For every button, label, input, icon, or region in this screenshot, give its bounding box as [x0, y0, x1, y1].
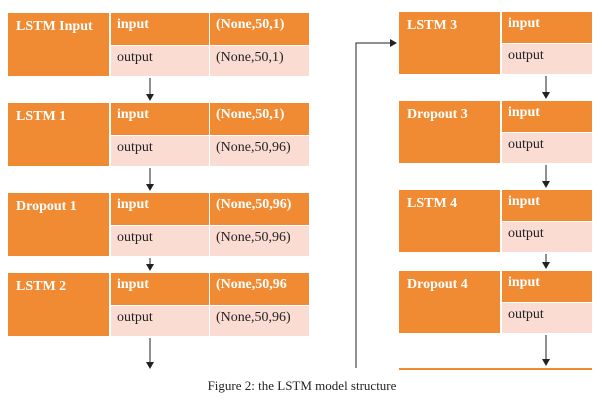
- output-label: output: [111, 306, 209, 336]
- layer-name: Dropout 4: [399, 271, 500, 333]
- output-shape: (None,50,96): [210, 136, 309, 166]
- output-label: output: [111, 226, 209, 256]
- layer-name: LSTM 1: [8, 103, 109, 166]
- output-label: output: [502, 303, 592, 333]
- figure-caption: Figure 2: the LSTM model structure: [207, 378, 397, 393]
- layer-name: LSTM 3: [399, 12, 500, 74]
- input-label: input: [502, 271, 592, 302]
- layer-name: LSTM 4: [399, 190, 500, 252]
- output-label: output: [111, 46, 209, 76]
- input-label: input: [111, 193, 209, 225]
- layer-name: Dropout 1: [8, 193, 109, 256]
- input-label: input: [111, 103, 209, 135]
- layer-name: LSTM 2: [8, 273, 109, 336]
- input-shape: (None,50,1): [210, 13, 309, 45]
- input-shape: (None,50,96: [210, 273, 309, 305]
- input-label: input: [502, 101, 592, 132]
- output-shape: (None,50,1): [210, 46, 309, 76]
- input-label: input: [111, 273, 209, 305]
- input-label: input: [502, 190, 592, 221]
- output-label: output: [502, 44, 592, 74]
- output-label: output: [111, 136, 209, 166]
- input-label: input: [502, 12, 592, 43]
- layer-name: Dropout 3: [399, 101, 500, 163]
- output-shape: (None,50,96): [210, 306, 309, 336]
- input-shape: (None,50,96): [210, 193, 309, 225]
- input-label: input: [111, 13, 209, 45]
- output-shape: (None,50,96): [210, 226, 309, 256]
- next-layer-edge: [399, 368, 592, 370]
- layer-name: LSTM Input: [8, 13, 109, 76]
- arrow-connector-to-lstm3: [355, 39, 397, 368]
- output-label: output: [502, 133, 592, 163]
- output-label: output: [502, 222, 592, 252]
- input-shape: (None,50,1): [210, 103, 309, 135]
